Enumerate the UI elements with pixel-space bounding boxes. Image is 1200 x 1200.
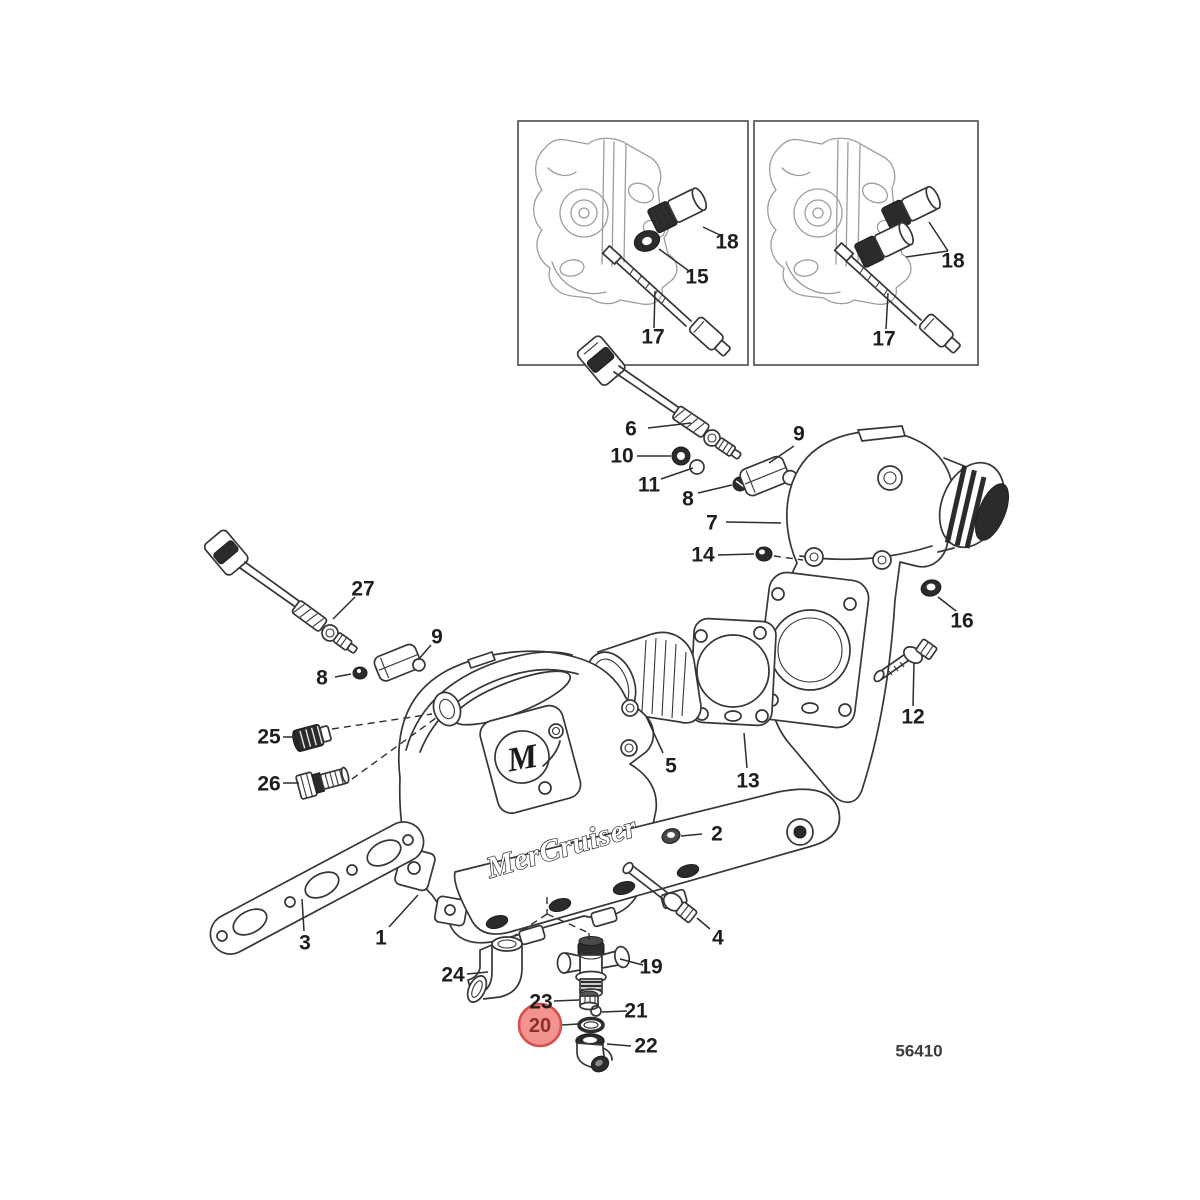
callout-22[interactable]: 22 (634, 1035, 657, 1058)
temp-sensor-17-left (601, 245, 731, 357)
bolt-12 (873, 638, 938, 683)
sensor-plug-18-right-lower (854, 221, 914, 268)
nut-8-lower (352, 666, 368, 680)
temp-sensor-6 (576, 335, 742, 460)
callout-8-lower[interactable]: 8 (316, 667, 328, 690)
callout-5[interactable]: 5 (665, 755, 677, 778)
callout-14[interactable]: 14 (691, 544, 715, 567)
callout-27[interactable]: 27 (351, 578, 374, 601)
leader-lines (283, 221, 957, 1047)
callout-16[interactable]: 16 (950, 610, 973, 633)
callout-8[interactable]: 8 (682, 488, 694, 511)
drawing-number: 56410 (895, 1042, 942, 1061)
oring-20 (577, 1016, 605, 1034)
callout-3[interactable]: 3 (299, 932, 311, 955)
callout-9[interactable]: 9 (793, 423, 805, 446)
grommet-15 (633, 230, 661, 252)
callout-20-highlighted[interactable]: 20 (529, 1015, 551, 1037)
callout-26[interactable]: 26 (257, 773, 280, 796)
tee-fitting-19 (556, 936, 631, 998)
clamp-9 (739, 455, 798, 497)
manifold-1: M MerCruiser (394, 650, 841, 946)
oring-21 (590, 1005, 602, 1017)
callout-4[interactable]: 4 (712, 927, 724, 950)
callout-17-right[interactable]: 17 (872, 328, 895, 351)
inset-box-right (753, 120, 979, 366)
callout-18-left[interactable]: 18 (715, 231, 739, 254)
callout-23[interactable]: 23 (529, 991, 552, 1014)
callout-15[interactable]: 15 (685, 266, 709, 289)
inset-box-left (517, 120, 749, 366)
callout-11[interactable]: 11 (638, 474, 661, 497)
callout-21[interactable]: 21 (624, 1000, 648, 1023)
elbow-fitting-24 (466, 936, 523, 1003)
elbow-fitting-22 (575, 1033, 613, 1073)
callout-6[interactable]: 6 (625, 418, 637, 441)
callout-12[interactable]: 12 (901, 706, 924, 729)
washer-2 (661, 828, 681, 844)
callout-25[interactable]: 25 (257, 726, 281, 749)
callout-10[interactable]: 10 (610, 445, 633, 468)
callout-18-right[interactable]: 18 (941, 250, 965, 273)
plug-14 (755, 546, 773, 562)
temp-sensor-17-right (833, 242, 961, 354)
callout-24[interactable]: 24 (441, 964, 465, 987)
sensor-plug-18-right-upper (881, 185, 941, 232)
fitting-26 (295, 766, 350, 800)
callout-7[interactable]: 7 (706, 512, 718, 535)
plug-25 (292, 723, 332, 753)
gasket-13 (689, 617, 777, 727)
callout-1[interactable]: 1 (375, 927, 387, 950)
callout-9-lower[interactable]: 9 (431, 626, 443, 649)
callout-17-left[interactable]: 17 (641, 326, 664, 349)
clamp-9-lower (373, 643, 426, 682)
oxygen-sensor-27 (203, 529, 358, 654)
callout-2[interactable]: 2 (711, 823, 723, 846)
highlight-circle[interactable] (517, 1002, 563, 1048)
nut-10 (671, 446, 691, 466)
nut-16 (920, 579, 942, 597)
callout-13[interactable]: 13 (736, 770, 759, 793)
oring-11 (689, 459, 705, 475)
callout-19[interactable]: 19 (639, 956, 662, 979)
sensor-plug-18-left (647, 187, 708, 234)
gasket-3 (209, 821, 425, 955)
exhaust-elbow-7 (754, 425, 1009, 804)
callout-labels: 18 15 17 18 17 6 10 11 8 9 7 14 16 12 27… (257, 231, 973, 1058)
bolt-4 (622, 861, 698, 924)
